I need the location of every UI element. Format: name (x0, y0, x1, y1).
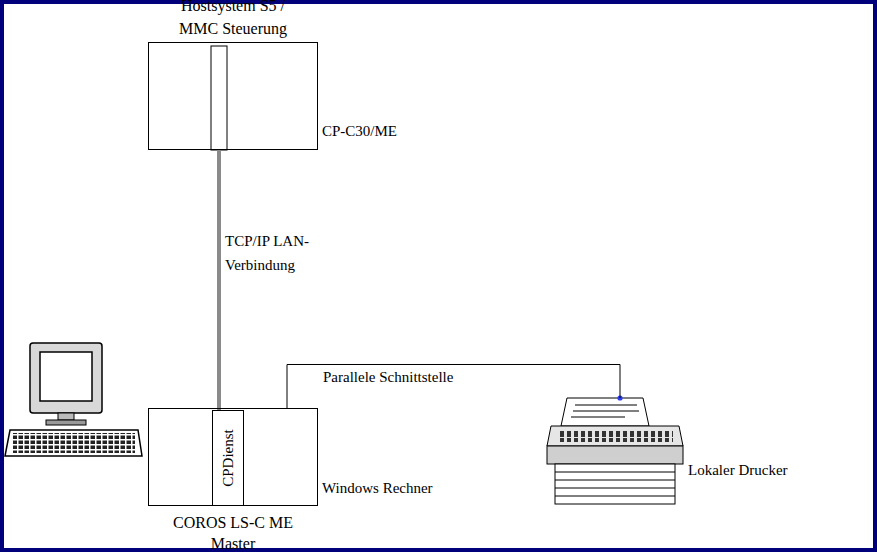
card-label: CP-C30/ME (322, 122, 397, 140)
service-box: CPDienst (212, 410, 244, 506)
host-box: Hostsystem S5 / MMC SteuerungCP-C30/ME (148, 42, 318, 150)
paper-line (555, 480, 675, 481)
service-name: CPDienst (219, 429, 237, 487)
monitor-screen (40, 352, 92, 401)
pc-label: Windows Rechner (322, 479, 433, 497)
parallel-cable (287, 365, 620, 409)
paper-line (573, 411, 639, 412)
paper-line (555, 488, 675, 489)
keyboard (5, 430, 142, 456)
printer-top (547, 426, 683, 446)
paper-line (555, 472, 675, 473)
monitor-stand (58, 413, 74, 420)
lan-label: TCP/IP LAN-Verbindung (225, 229, 345, 277)
paper-line (571, 417, 625, 418)
computer-icon (5, 343, 142, 456)
pc-heading: COROS LS-C ME Master (166, 512, 301, 552)
printer-output-stack (555, 464, 675, 504)
monitor-housing (30, 343, 102, 413)
printer-icon (547, 395, 683, 504)
paper-line (575, 405, 637, 406)
monitor-base (46, 420, 86, 425)
paper-line (555, 496, 675, 497)
printer-slots (557, 431, 673, 442)
cp-card (211, 46, 227, 150)
host-heading: Hostsystem S5 / MMC Steuerung (166, 0, 301, 40)
keyboard-keys (13, 433, 135, 453)
parallel-label: Parallele Schnittstelle (323, 368, 453, 386)
pc-box: CPDienstWindows RechnerCOROS LS-C ME Mas… (148, 408, 318, 506)
lan-connection (217, 150, 221, 410)
printer-node: Lokaler Drucker (545, 398, 685, 508)
printer-label: Lokaler Drucker (688, 461, 788, 479)
printer-paper (561, 398, 649, 426)
printer-front (547, 446, 683, 464)
